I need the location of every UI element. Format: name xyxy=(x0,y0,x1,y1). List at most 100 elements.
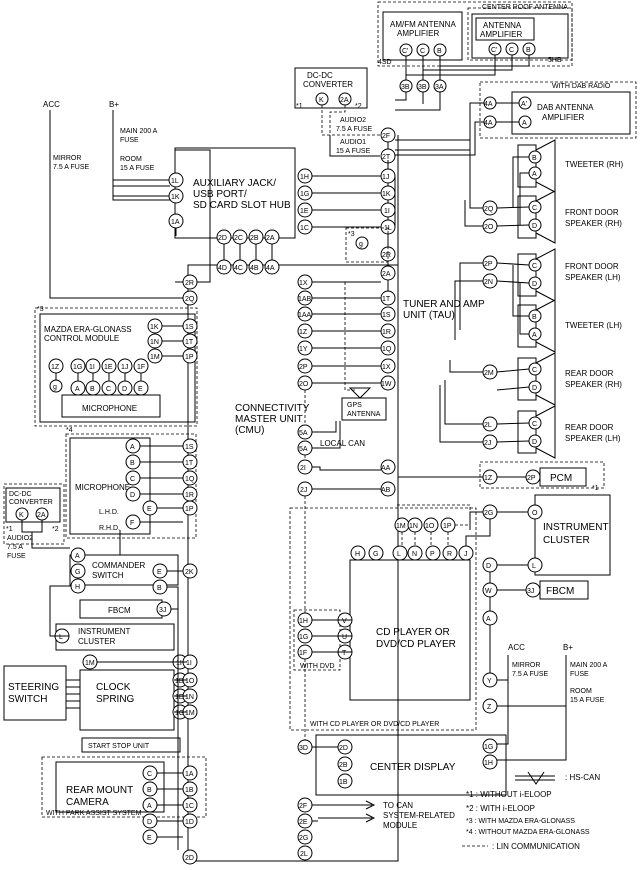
dcdc-left-frame xyxy=(3,483,65,545)
svg-text:FUSE: FUSE xyxy=(120,137,139,144)
svg-text:1P: 1P xyxy=(185,354,194,361)
svg-text:1J: 1J xyxy=(121,364,128,371)
svg-text:B: B xyxy=(157,585,162,592)
svg-text:AA: AA xyxy=(381,465,391,472)
speaker-pin-circles: B A C D C D B A C D C D xyxy=(528,150,542,448)
svg-text:2E: 2E xyxy=(299,819,308,826)
svg-text:E: E xyxy=(147,506,152,513)
svg-text:7.5 A FUSE: 7.5 A FUSE xyxy=(512,671,549,678)
svg-text:DVD/CD PLAYER: DVD/CD PLAYER xyxy=(376,639,456,650)
svg-text:C': C' xyxy=(402,48,408,55)
svg-text:SPEAKER (LH): SPEAKER (LH) xyxy=(565,273,621,282)
svg-text:*3 : WITH MAZDA ERA-GLONASS: *3 : WITH MAZDA ERA-GLONASS xyxy=(466,818,575,825)
svg-text:CLUSTER: CLUSTER xyxy=(78,637,116,646)
svg-text:4A: 4A xyxy=(484,101,493,108)
svg-text:V: V xyxy=(342,618,347,625)
svg-text:ROOM: ROOM xyxy=(120,156,142,163)
dab-amp-label-2: AMPLIFIER xyxy=(542,113,584,122)
svg-text:1R: 1R xyxy=(185,492,194,499)
antenna-amp-label-2: AMPLIFIER xyxy=(480,30,522,39)
svg-text:REAR MOUNT: REAR MOUNT xyxy=(66,785,133,796)
svg-text:1M: 1M xyxy=(185,710,195,717)
svg-text:2I: 2I xyxy=(300,465,306,472)
svg-text:1G: 1G xyxy=(299,634,308,641)
svg-text:1O: 1O xyxy=(425,523,435,530)
svg-text:O: O xyxy=(532,510,538,517)
svg-text:1H: 1H xyxy=(300,174,309,181)
svg-text:1I: 1I xyxy=(176,660,182,667)
svg-text:A': A' xyxy=(521,101,527,108)
svg-text:2R: 2R xyxy=(185,280,194,287)
svg-text:J: J xyxy=(464,551,468,558)
svg-text:A: A xyxy=(486,616,491,623)
svg-text:WITH CD PLAYER OR DVD/CD PLAYE: WITH CD PLAYER OR DVD/CD PLAYER xyxy=(310,721,439,728)
svg-text:REAR DOOR: REAR DOOR xyxy=(565,369,614,378)
svg-text:B+: B+ xyxy=(563,643,573,652)
svg-text:C: C xyxy=(147,771,152,778)
svg-text:G: G xyxy=(373,551,378,558)
tag-4sd: 4SD xyxy=(378,59,392,66)
svg-text:1T: 1T xyxy=(382,296,391,303)
svg-text:1W: 1W xyxy=(381,381,392,388)
aux-pins: 1L 1K 1A 1H 1G 1E 1C 2D 2C 2B 2A 4D 4C 4… xyxy=(168,168,313,275)
svg-text:1T: 1T xyxy=(185,460,194,467)
svg-text:C: C xyxy=(532,367,537,374)
svg-text:5A: 5A xyxy=(299,430,308,437)
svg-text:2D: 2D xyxy=(185,855,194,862)
svg-text:1E: 1E xyxy=(104,364,113,371)
svg-text:1M: 1M xyxy=(150,354,160,361)
svg-text:FBCM: FBCM xyxy=(108,606,131,615)
svg-text:1E: 1E xyxy=(300,208,309,215)
svg-text:: LIN COMMUNICATION: : LIN COMMUNICATION xyxy=(492,842,580,851)
roof-antenna-frame xyxy=(467,7,573,61)
svg-text:2L: 2L xyxy=(484,422,492,429)
svg-text:4D: 4D xyxy=(218,265,227,272)
svg-text:U: U xyxy=(342,634,347,641)
svg-text:UNIT (TAU): UNIT (TAU) xyxy=(403,310,455,321)
svg-text:2T: 2T xyxy=(382,154,391,161)
svg-text:7.5 A: 7.5 A xyxy=(7,544,23,551)
svg-text:D: D xyxy=(532,223,537,230)
antenna-amp-inner xyxy=(475,17,535,41)
svg-text:1S: 1S xyxy=(185,444,194,451)
svg-text:2C: 2C xyxy=(234,235,243,242)
svg-text:2L: 2L xyxy=(300,851,308,858)
svg-text:*3: *3 xyxy=(348,231,355,238)
svg-text:AUDIO1: AUDIO1 xyxy=(340,139,366,146)
svg-text:Z: Z xyxy=(487,704,492,711)
svg-text:SD CARD SLOT HUB: SD CARD SLOT HUB xyxy=(193,200,291,211)
svg-text:1M: 1M xyxy=(85,660,95,667)
svg-text:1B: 1B xyxy=(175,678,184,685)
svg-text:D: D xyxy=(147,819,152,826)
svg-text:*3: *3 xyxy=(37,306,44,313)
svg-text:B: B xyxy=(526,47,531,54)
svg-text:PCM: PCM xyxy=(550,473,572,484)
svg-text:CLUSTER: CLUSTER xyxy=(543,535,590,546)
svg-text:1P: 1P xyxy=(443,523,452,530)
svg-text:3B: 3B xyxy=(418,84,427,91)
am-fm-amp-label-2: AMPLIFIER xyxy=(397,29,439,38)
svg-text:1T: 1T xyxy=(185,339,194,346)
svg-text:STEERING: STEERING xyxy=(8,682,59,693)
svg-text:LOCAL CAN: LOCAL CAN xyxy=(320,439,365,448)
svg-text:2F: 2F xyxy=(299,803,307,810)
svg-text:ACC: ACC xyxy=(43,100,60,109)
svg-text:1K: 1K xyxy=(150,324,159,331)
svg-text:7.5 A FUSE: 7.5 A FUSE xyxy=(53,164,90,171)
svg-text:4A: 4A xyxy=(266,265,275,272)
svg-text:2P: 2P xyxy=(299,364,308,371)
svg-text:TWEETER (LH): TWEETER (LH) xyxy=(565,321,622,330)
dab-amp-box xyxy=(511,91,631,135)
svg-text:15 A FUSE: 15 A FUSE xyxy=(336,148,371,155)
svg-text:C: C xyxy=(420,48,425,55)
svg-text:3D: 3D xyxy=(299,745,308,752)
svg-text:COMMANDER: COMMANDER xyxy=(92,561,146,570)
svg-text:1Z: 1Z xyxy=(299,329,308,336)
svg-text:1I: 1I xyxy=(186,660,192,667)
svg-text:SYSTEM-RELATED: SYSTEM-RELATED xyxy=(383,811,455,820)
svg-text:1D: 1D xyxy=(185,819,194,826)
svg-text:1F: 1F xyxy=(299,650,307,657)
svg-text:1AB: 1AB xyxy=(298,296,312,303)
svg-text:1Z: 1Z xyxy=(51,364,60,371)
amfm-pins: C' C B C' C B xyxy=(399,42,536,57)
